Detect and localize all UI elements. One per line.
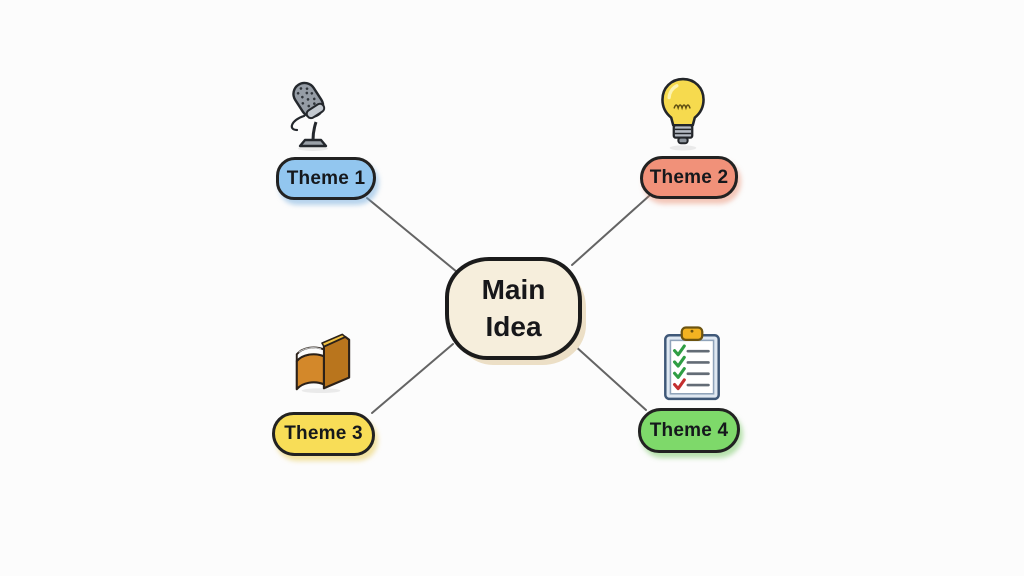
open-book-icon	[289, 332, 353, 394]
main-idea-node: Main Idea	[445, 257, 582, 360]
theme-2-node: Theme 2	[640, 156, 738, 199]
connector-theme-2	[571, 195, 650, 266]
lightbulb-icon	[654, 76, 712, 152]
connector-theme-1	[366, 197, 458, 273]
theme-3-node: Theme 3	[272, 412, 375, 456]
theme-1-node: Theme 1	[276, 157, 376, 200]
microphone-icon	[282, 80, 342, 152]
main-idea-label-line1: Main	[481, 274, 546, 306]
theme-3-label: Theme 3	[284, 423, 363, 444]
checklist-icon	[662, 326, 722, 402]
connector-theme-3	[371, 343, 454, 414]
theme-2-label: Theme 2	[649, 166, 729, 188]
connector-theme-4	[573, 344, 647, 411]
theme-4-label: Theme 4	[649, 419, 729, 441]
main-idea-label-line2: Idea	[485, 310, 542, 342]
theme-1-label: Theme 1	[286, 167, 366, 189]
theme-4-node: Theme 4	[638, 408, 740, 453]
